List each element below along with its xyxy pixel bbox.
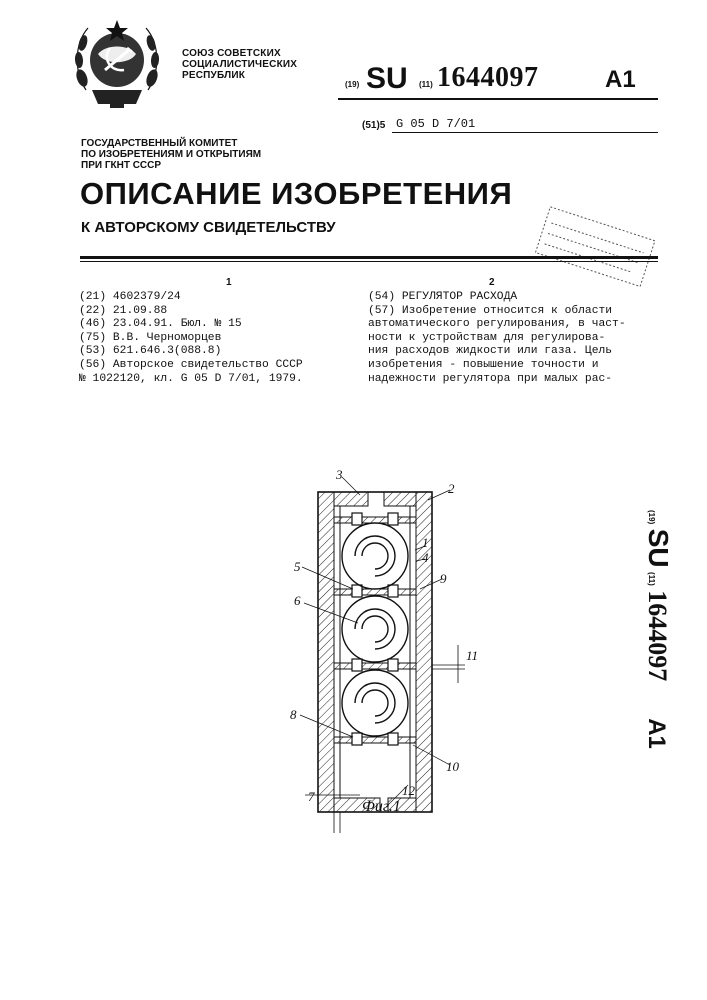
figure-label: 7 (308, 789, 315, 804)
ipc-rule (392, 132, 658, 133)
abstract-line: (57) Изобретение относится к области (368, 305, 626, 319)
bibliographic-data: (21) 4602379/24 (22) 21.09.88 (46) 23.04… (79, 291, 303, 386)
biblio-line: (46) 23.04.91. Бюл. № 15 (79, 318, 303, 332)
title-rule-thin (80, 261, 658, 262)
abstract-line: (54) РЕГУЛЯТОР РАСХОДА (368, 291, 626, 305)
committee-line: ГОСУДАРСТВЕННЫЙ КОМИТЕТ (81, 138, 261, 149)
patent-number: 1644097 (437, 62, 539, 94)
abstract-line: ния расходов жидкости или газа. Цель (368, 345, 626, 359)
figure-label: 11 (466, 648, 478, 663)
country-code: SU (366, 62, 408, 96)
figure-label: 5 (294, 559, 301, 574)
biblio-line: № 1022120, кл. G 05 D 7/01, 1979. (79, 373, 303, 387)
figure-label: 9 (440, 571, 447, 586)
figure-caption: Фиг.1 (362, 798, 401, 816)
side-code-19: (19) (647, 510, 656, 524)
biblio-line: (21) 4602379/24 (79, 291, 303, 305)
abstract-line: надежности регулятора при малых рас- (368, 373, 626, 387)
figure-label: 3 (335, 467, 343, 482)
abstract-line: изобретения - повышение точности и (368, 359, 626, 373)
abstract-line: ности к устройствам для регулирова- (368, 332, 626, 346)
abstract-text: (54) РЕГУЛЯТОР РАСХОДА (57) Изобретение … (368, 291, 626, 386)
side-country: SU (643, 529, 674, 568)
organization-line: СОЦИАЛИСТИЧЕСКИХ (182, 59, 297, 70)
figure-label: 1 (422, 535, 429, 550)
document-kind: A1 (605, 66, 636, 94)
document-subtitle: К АВТОРСКОМУ СВИДЕТЕЛЬСТВУ (81, 219, 336, 236)
ipc-classification: G 05 D 7/01 (396, 117, 475, 131)
ipc-code: (51)5 (362, 120, 385, 131)
biblio-line: (53) 621.646.3(088.8) (79, 345, 303, 359)
abstract-line: автоматического регулирования, в част- (368, 318, 626, 332)
document-title: ОПИСАНИЕ ИЗОБРЕТЕНИЯ (80, 176, 512, 212)
committee-name: ГОСУДАРСТВЕННЫЙ КОМИТЕТ ПО ИЗОБРЕТЕНИЯМ … (81, 138, 261, 171)
side-kind: A1 (643, 718, 670, 749)
organization-line: СОЮЗ СОВЕТСКИХ (182, 48, 297, 59)
column-number-right: 2 (489, 277, 495, 288)
committee-line: ПО ИЗОБРЕТЕНИЯМ И ОТКРЫТИЯМ (81, 149, 261, 160)
figure-label: 8 (290, 707, 297, 722)
library-stamp (528, 192, 658, 302)
figure-label: 4 (422, 550, 429, 565)
biblio-line: (56) Авторское свидетельство СССР (79, 359, 303, 373)
figure-label: 2 (448, 481, 455, 496)
figure-label: 10 (446, 759, 460, 774)
organization-line: РЕСПУБЛИК (182, 70, 297, 81)
ussr-emblem (72, 12, 162, 112)
technical-drawing: 1 2 3 4 5 6 7 8 9 10 11 12 (260, 455, 490, 835)
code-11: (11) (419, 80, 433, 89)
biblio-line: (75) В.В. Черноморцев (79, 332, 303, 346)
title-rule-thick (80, 256, 658, 259)
figure-label: 12 (402, 783, 416, 798)
code-19: (19) (345, 80, 359, 89)
committee-line: ПРИ ГКНТ СССР (81, 160, 261, 171)
side-patent-stamp: (19) SU (11) 1644097 A1 (632, 500, 682, 820)
column-number-left: 1 (226, 277, 232, 288)
figure-label: 6 (294, 593, 301, 608)
side-code-11: (11) (647, 572, 656, 586)
organization-name: СОЮЗ СОВЕТСКИХ СОЦИАЛИСТИЧЕСКИХ РЕСПУБЛИ… (182, 48, 297, 81)
side-number: 1644097 (643, 590, 672, 681)
header-rule (338, 98, 658, 100)
biblio-line: (22) 21.09.88 (79, 305, 303, 319)
